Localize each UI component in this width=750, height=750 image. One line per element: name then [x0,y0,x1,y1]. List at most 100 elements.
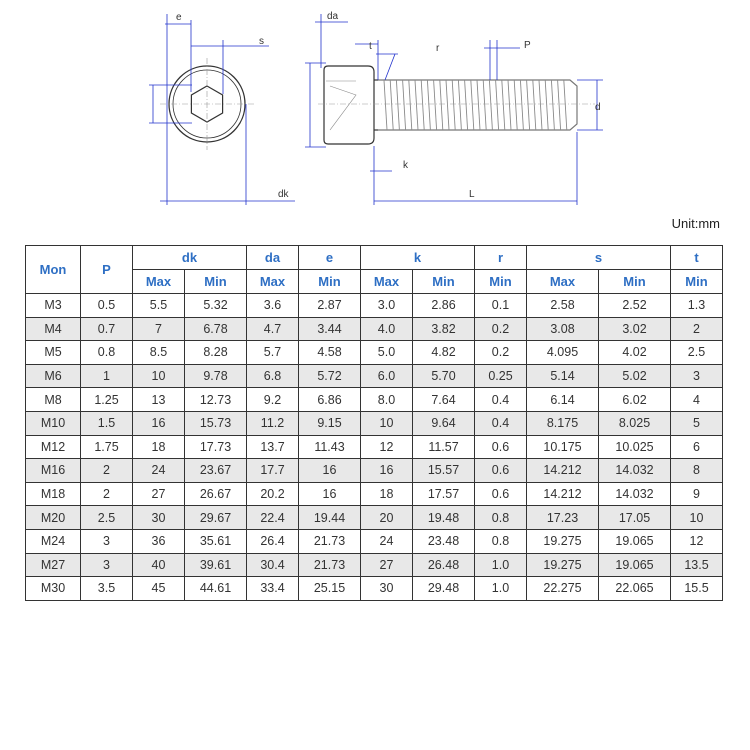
dim-label-t: t [369,41,372,52]
cell-s-min: 5.02 [598,363,671,389]
thread-line [507,79,512,131]
cell-s-max: 6.14 [526,387,599,412]
cell-k-max: 3.0 [360,293,413,318]
cell-t-min: 5 [670,410,723,436]
unit-label: Unit:mm [671,216,720,231]
thread-line [464,79,469,131]
subheader-s-max: Max [526,269,599,294]
cell-da-max: 26.4 [246,528,299,554]
end-view-centerlines [160,58,254,150]
thread-line [457,79,462,131]
cell-k-max: 30 [360,576,413,601]
cell-mon: M10 [25,410,81,436]
cell-t-min: 15.5 [670,576,723,601]
cell-t-min: 3 [670,363,723,389]
cell-dk-max: 27 [132,481,185,507]
thread-line [395,79,400,131]
thread-line [426,79,431,131]
cell-e-min: 19.44 [298,505,361,530]
cell-dk-min: 26.67 [184,481,247,507]
cell-s-max: 5.14 [526,363,599,389]
cell-r-min: 1.0 [474,576,527,601]
dim-label-k: k [403,160,409,171]
cell-t-min: 8 [670,458,723,483]
thread-line [538,79,543,131]
thread-line [557,79,562,131]
cell-s-max: 2.58 [526,293,599,318]
cell-p: 3 [80,552,133,578]
cell-dk-min: 8.28 [184,340,247,365]
cell-t-min: 1.3 [670,293,723,318]
cell-dk-max: 8.5 [132,340,185,365]
cell-s-min: 14.032 [598,458,671,483]
end-view-dimensions [149,14,295,205]
thread-line [451,79,456,131]
cell-e-min: 21.73 [298,528,361,554]
cell-e-min: 5.72 [298,363,361,389]
cell-s-max: 4.095 [526,340,599,365]
cell-s-min: 17.05 [598,505,671,530]
thread-line [488,79,493,131]
cell-r-min: 0.4 [474,410,527,436]
cell-r-min: 1.0 [474,552,527,578]
cell-k-min: 15.57 [412,458,475,483]
thread-line [563,79,568,131]
cell-mon: M24 [25,528,81,554]
cell-da-max: 4.7 [246,316,299,342]
cell-e-min: 16 [298,481,361,507]
cell-r-min: 0.2 [474,340,527,365]
cell-e-min: 9.15 [298,410,361,436]
cell-p: 2.5 [80,505,133,530]
cell-da-max: 13.7 [246,434,299,460]
thread-line [550,79,555,131]
cell-s-max: 14.212 [526,481,599,507]
cell-p: 1.25 [80,387,133,412]
thread-line [383,79,388,131]
spec-table: Mon P dk da e k r s t Max Min Max Min Ma… [25,245,723,601]
subheader-s-min: Min [598,269,671,294]
cell-r-min: 0.6 [474,458,527,483]
cell-p: 3 [80,528,133,554]
cell-p: 0.8 [80,340,133,365]
cell-k-max: 4.0 [360,316,413,342]
cell-s-min: 4.02 [598,340,671,365]
cell-r-min: 0.25 [474,363,527,389]
header-e: e [298,245,361,270]
dim-label-da: da [327,11,339,22]
cell-k-min: 4.82 [412,340,475,365]
header-t: t [670,245,723,270]
cell-s-min: 6.02 [598,387,671,412]
subheader-e-min: Min [298,269,361,294]
cell-e-min: 3.44 [298,316,361,342]
cell-k-max: 6.0 [360,363,413,389]
cell-s-min: 10.025 [598,434,671,460]
header-da: da [246,245,299,270]
cell-p: 0.7 [80,316,133,342]
thread-line [402,79,407,131]
cell-dk-min: 17.73 [184,434,247,460]
cell-t-min: 6 [670,434,723,460]
header-r: r [474,245,527,270]
bolt-technical-drawing: e s dk da t r P d k L [149,11,603,205]
thread-line [513,79,518,131]
thread-line [482,79,487,131]
cell-dk-max: 18 [132,434,185,460]
cell-da-max: 22.4 [246,505,299,530]
cell-mon: M27 [25,552,81,578]
cell-k-max: 20 [360,505,413,530]
cell-t-min: 2 [670,316,723,342]
cell-p: 0.5 [80,293,133,318]
cell-t-min: 12 [670,528,723,554]
cell-k-max: 8.0 [360,387,413,412]
cell-s-min: 2.52 [598,293,671,318]
header-dk: dk [132,245,247,270]
cell-e-min: 25.15 [298,576,361,601]
thread-line [439,79,444,131]
cell-r-min: 0.8 [474,528,527,554]
